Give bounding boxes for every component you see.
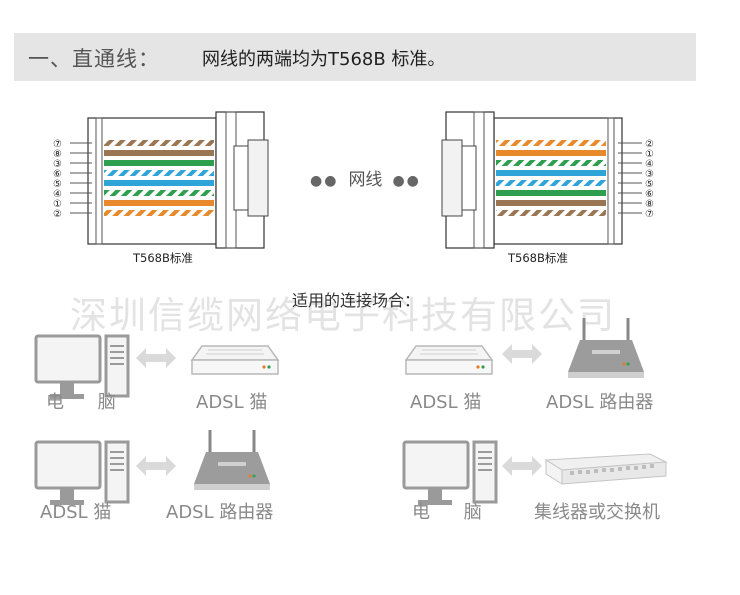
pin-label: ④: [53, 189, 62, 200]
adsl-router-icon: [192, 428, 272, 492]
right-rj45-connector: [441, 111, 642, 249]
pin-label: ⑥: [645, 189, 654, 200]
wire-white-orange: [496, 140, 606, 146]
bidirectional-arrow-icon: [136, 456, 176, 476]
wire-green: [496, 190, 606, 196]
pin-label: ⑦: [53, 139, 62, 150]
wire-brown: [104, 150, 214, 156]
pin-label: ④: [645, 159, 654, 170]
pin-label: ②: [645, 139, 654, 150]
pin-label: ①: [645, 149, 654, 160]
right-standard-label: T568B标准: [508, 251, 568, 265]
wire-brown: [496, 200, 606, 206]
wire-orange: [496, 150, 606, 156]
bidirectional-arrow-icon: [136, 348, 176, 368]
wire-white-blue: [496, 180, 606, 186]
wire-white-orange: [104, 210, 214, 216]
adsl-modem-icon: [191, 345, 279, 375]
pin-label: ⑧: [53, 149, 62, 160]
pin-label: ③: [645, 169, 654, 180]
left-pin-labels: ⑦ ⑧ ③ ⑥ ⑤ ④ ① ②: [53, 139, 62, 220]
pin-label: ③: [53, 159, 62, 170]
bidirectional-arrow-icon: [502, 344, 542, 364]
adsl-modem-icon: [405, 345, 493, 375]
wire-orange: [104, 200, 214, 206]
scenario4-right-label: 集线器或交换机: [534, 502, 660, 523]
section-description: 网线的两端均为T568B 标准。: [202, 49, 446, 70]
rj45-wiring-diagram: ⑦ ⑧ ③ ⑥ ⑤ ④ ① ② ② ① ④ ③ ⑤ ⑥ ⑧ ⑦: [53, 111, 654, 249]
pin-label: ②: [53, 209, 62, 220]
wire-white-brown: [104, 140, 214, 146]
pin-label: ⑧: [645, 199, 654, 210]
pin-label: ⑥: [53, 169, 62, 180]
scenario2-right-label: ADSL 路由器: [546, 392, 654, 413]
scenario1-left-label: 电 脑: [46, 392, 130, 413]
pin-label: ⑤: [645, 179, 654, 190]
computer-icon: [34, 440, 130, 507]
adsl-router-icon: [566, 316, 646, 380]
wire-white-blue: [104, 170, 214, 176]
wire-white-green: [104, 190, 214, 196]
left-standard-label: T568B标准: [133, 251, 193, 265]
pin-label: ⑦: [645, 209, 654, 220]
scenario4-left-label: 电 脑: [412, 502, 496, 523]
cable-label: ●●网线●●: [310, 170, 421, 190]
bidirectional-arrow-icon: [502, 456, 542, 476]
switch-icon: [544, 453, 668, 485]
cable-label-text: 网线: [348, 170, 383, 190]
scenario2-left-label: ADSL 猫: [410, 392, 482, 413]
scenario3-right-label: ADSL 路由器: [166, 502, 274, 523]
device-illustrations: [34, 316, 668, 507]
wire-green: [104, 160, 214, 166]
scenario1-right-label: ADSL 猫: [196, 392, 268, 413]
wire-white-green: [496, 160, 606, 166]
section-number-title: 一、直通线：: [28, 47, 160, 71]
wire-white-brown: [496, 210, 606, 216]
usage-subtitle: 适用的连接场合：: [292, 291, 421, 310]
computer-icon: [402, 440, 498, 507]
right-pin-labels: ② ① ④ ③ ⑤ ⑥ ⑧ ⑦: [645, 139, 654, 220]
wire-blue: [104, 180, 214, 186]
left-rj45-connector: [70, 111, 269, 249]
watermark: 深圳信缆网络电子科技有限公司: [70, 294, 616, 337]
section-header: 一、直通线： 网线的两端均为T568B 标准。: [14, 33, 696, 81]
wire-blue: [496, 170, 606, 176]
scenario3-left-label: ADSL 猫: [40, 502, 112, 523]
pin-label: ①: [53, 199, 62, 210]
pin-label: ⑤: [53, 179, 62, 190]
